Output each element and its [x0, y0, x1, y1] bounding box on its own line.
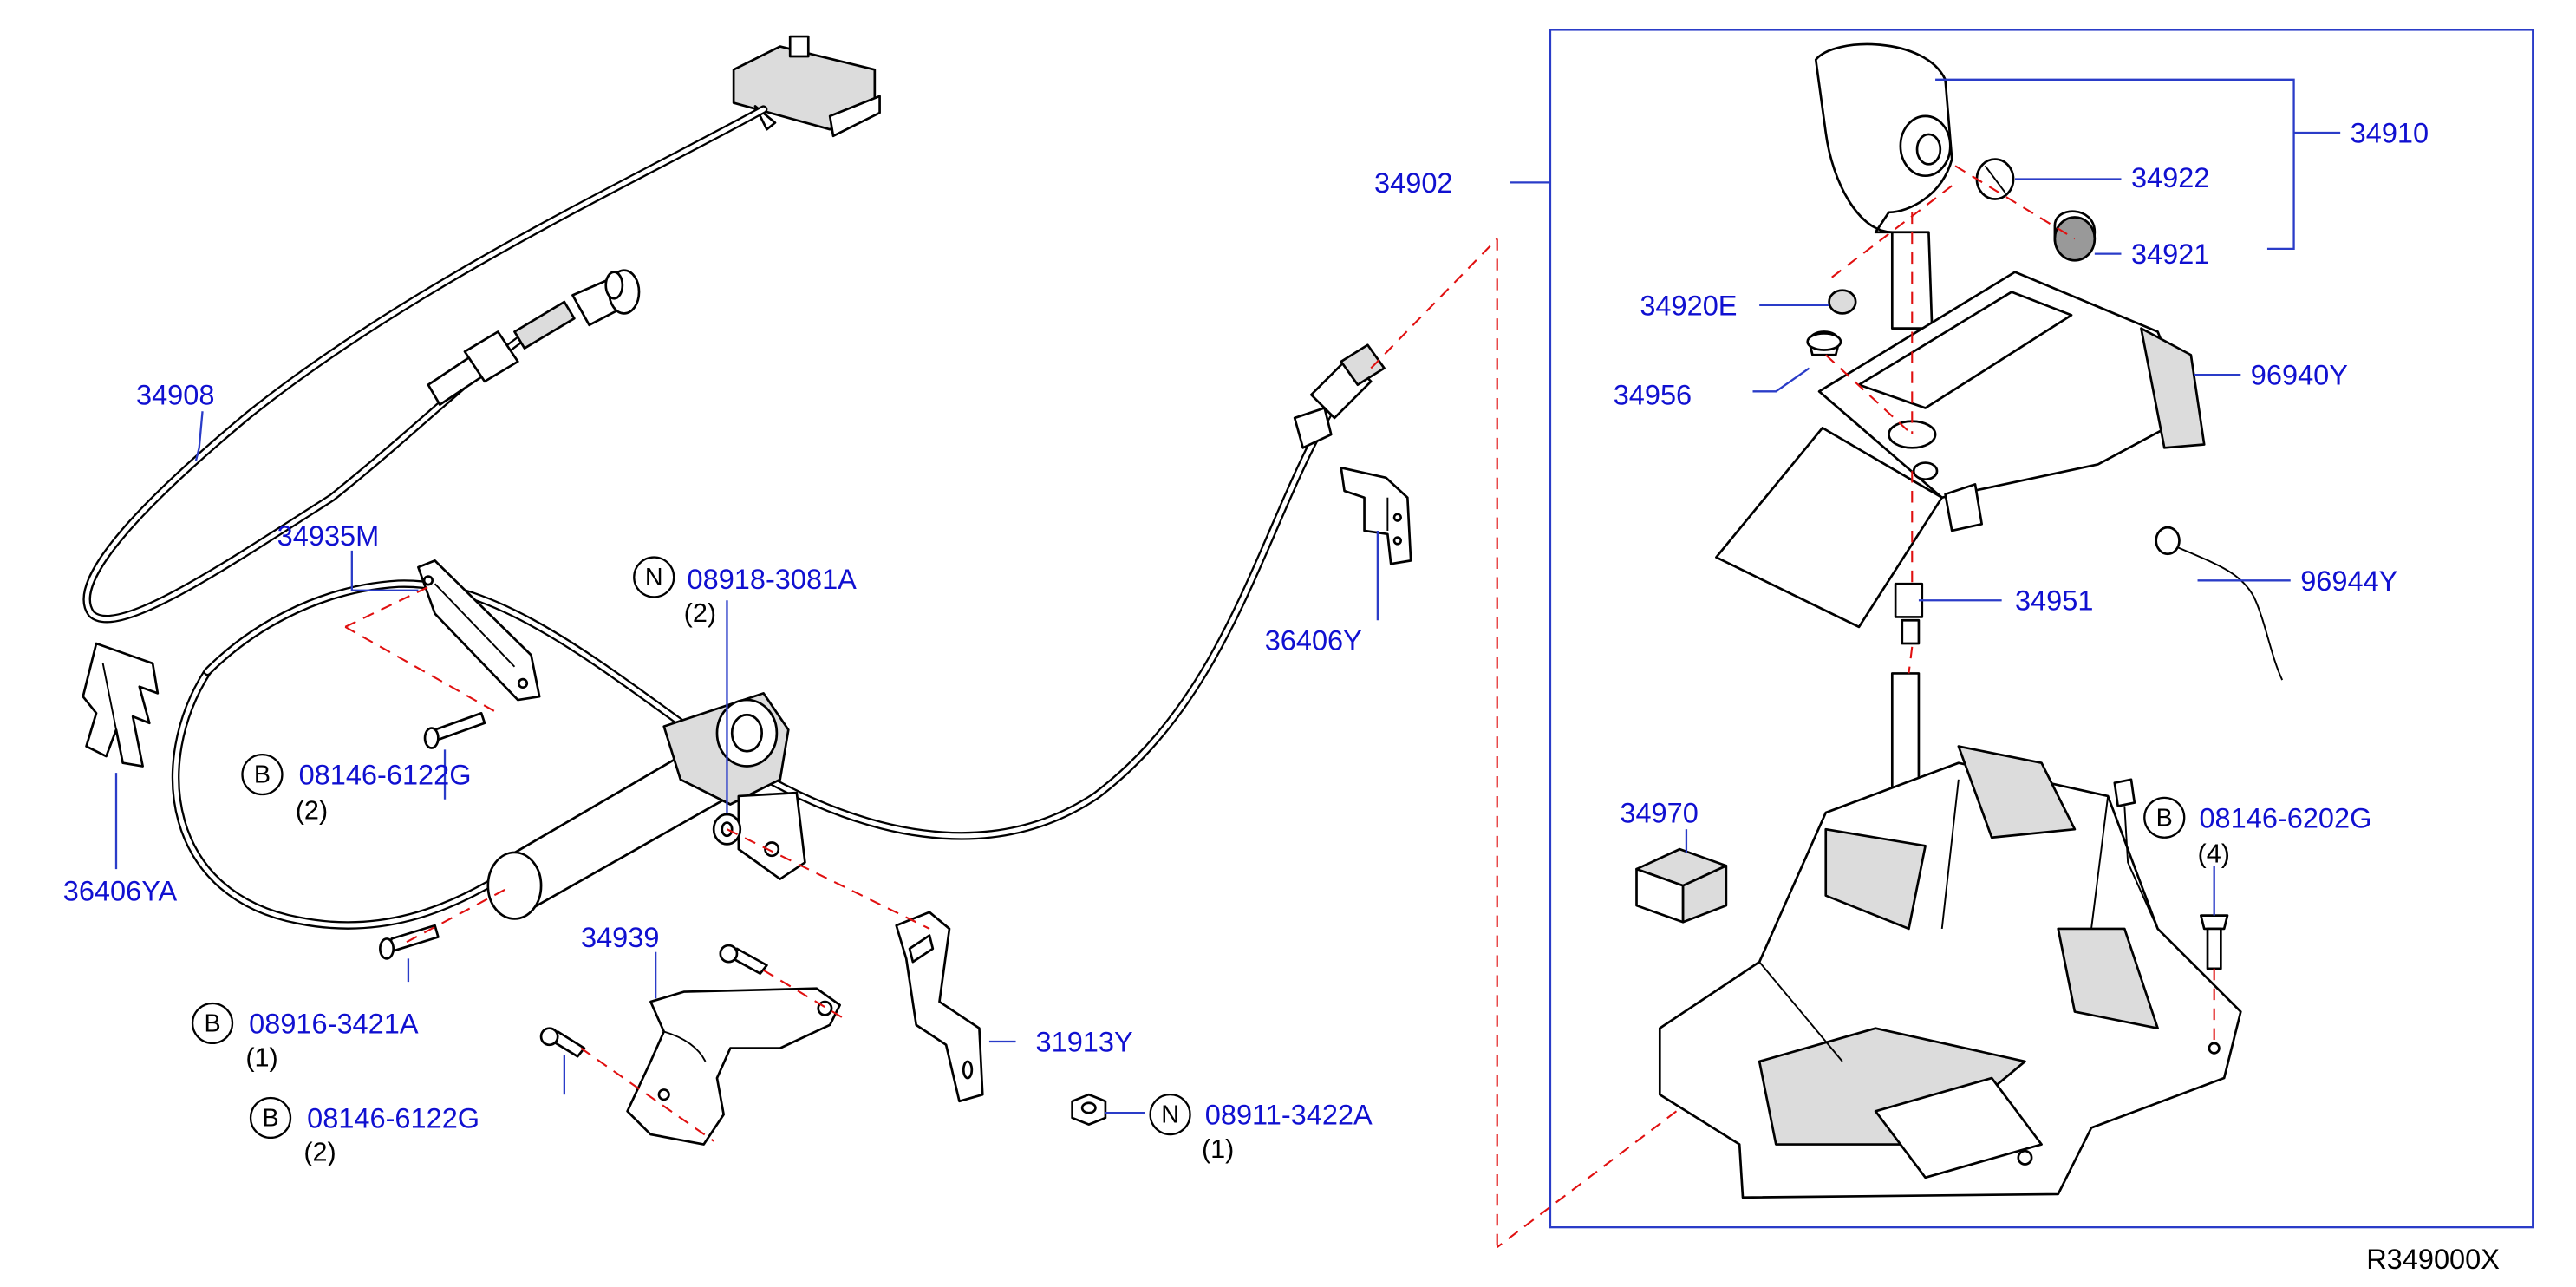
- callout-34956: 34956: [1614, 380, 1692, 411]
- knob-button-34922: [1975, 158, 2015, 200]
- fastener-number: 08146-6202G: [2199, 802, 2371, 833]
- callout-31913y: 31913Y: [1036, 1026, 1133, 1057]
- fastener-qty: (1): [245, 1043, 277, 1073]
- control-cable-34935m: [171, 343, 1386, 930]
- fastener-08146-6122g-lower: B 08146-6122G (2): [249, 1096, 479, 1167]
- grommet-34956: [1806, 330, 1842, 356]
- bolt-08146-6122g-upper: [423, 711, 486, 749]
- fastener-08916-3421a: B 08916-3421A (1): [191, 1002, 419, 1073]
- callout-34910: 34910: [2351, 117, 2429, 148]
- clip-36406ya: [82, 642, 160, 768]
- fastener-number: 08911-3422A: [1205, 1100, 1373, 1131]
- callout-34951: 34951: [2015, 585, 2093, 617]
- figure-id: R349000X: [2366, 1244, 2500, 1275]
- callout-34921: 34921: [2131, 238, 2209, 270]
- connector-34951: [1894, 582, 1924, 645]
- fastener-letter: B: [204, 1010, 220, 1038]
- fastener-number: 08916-3421A: [249, 1008, 419, 1039]
- callout-96940y: 96940Y: [2251, 360, 2348, 391]
- leader-lines: [114, 78, 2341, 1114]
- bracket-34939: [626, 987, 841, 1146]
- control-cable-34908: [82, 35, 881, 624]
- fastener-letter: B: [254, 761, 271, 789]
- fastener-letter: B: [262, 1105, 278, 1133]
- callout-34920e: 34920E: [1640, 290, 1737, 321]
- plug-34920e: [1828, 289, 1857, 315]
- fastener-qty: (1): [1202, 1134, 1234, 1164]
- fastener-letter: B: [2156, 804, 2173, 832]
- dashed-guides-left: [344, 238, 1498, 1248]
- fastener-08146-6122g-upper: B 08146-6122G (2): [241, 753, 472, 826]
- callout-34922: 34922: [2131, 162, 2209, 193]
- callout-34970: 34970: [1620, 798, 1698, 829]
- callout-34939: 34939: [581, 922, 659, 953]
- shifter-base: [1658, 672, 2242, 1199]
- callout-36406ya: 36406YA: [63, 875, 178, 906]
- shift-knob: [1814, 42, 1953, 330]
- assembly-frame: [1549, 29, 2534, 1229]
- bolt-34939-lower: [539, 1027, 586, 1058]
- fastener-number: 08146-6122G: [307, 1102, 479, 1133]
- callout-36406y: 36406Y: [1265, 625, 1362, 657]
- callout-96944y: 96944Y: [2300, 565, 2397, 597]
- fastener-number: 08146-6122G: [299, 760, 472, 791]
- bolt-34939-upper: [719, 944, 768, 975]
- fastener-qty: (2): [303, 1138, 336, 1167]
- fastener-08911-3422a: N 08911-3422A (1): [1149, 1094, 1373, 1164]
- callout-34902: 34902: [1374, 167, 1452, 199]
- module-34970: [1635, 847, 1728, 924]
- fastener-letter: N: [645, 564, 663, 591]
- fastener-08918-3081a: N 08918-3081A (2): [633, 556, 858, 628]
- callout-34935m: 34935M: [277, 520, 380, 552]
- bracket-31913y: [895, 911, 984, 1103]
- fastener-letter: N: [1161, 1101, 1179, 1129]
- fastener-qty: (2): [684, 598, 716, 628]
- nut-08911: [1071, 1093, 1107, 1126]
- knob-cap-34921: [2053, 210, 2097, 262]
- bolt-08146-6202g: [2200, 914, 2229, 970]
- indicator-panel-96940y: [1715, 271, 2206, 629]
- bulb-96944y: [2155, 526, 2284, 681]
- fastener-qty: (4): [2198, 839, 2230, 868]
- fastener-qty: (2): [296, 796, 328, 826]
- fastener-08146-6202g: B 08146-6202G (4): [2143, 796, 2371, 868]
- clip-36406y: [1340, 466, 1412, 565]
- dashed-guides-right: [1497, 165, 2215, 1248]
- callout-34908: 34908: [136, 380, 214, 411]
- fastener-number: 08918-3081A: [688, 564, 858, 595]
